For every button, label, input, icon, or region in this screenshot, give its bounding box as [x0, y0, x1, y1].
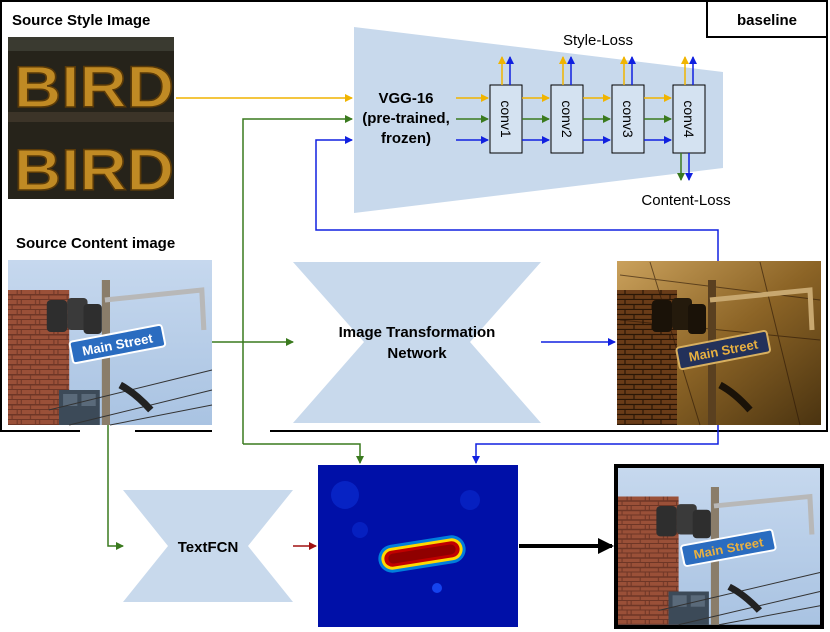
- output-to-vgg-arrow: [315, 136, 719, 261]
- baseline-frame: [0, 0, 828, 432]
- source-content-title: Source Content image: [16, 235, 175, 252]
- conv3-block: conv3: [611, 84, 645, 154]
- conv1-block: conv1: [489, 84, 523, 154]
- vgg-label-line3: frozen): [381, 130, 431, 147]
- source-style-image: BIRD BIRD: [8, 37, 175, 204]
- frame-gap: [212, 428, 270, 434]
- vgg-label-line1: VGG-16: [378, 90, 433, 107]
- itn-label-line2: Network: [387, 345, 447, 362]
- source-style-title: Source Style Image: [12, 12, 150, 29]
- itn-label-line1: Image Transformation: [339, 324, 496, 341]
- conv4-label: conv4: [681, 100, 697, 138]
- conv-connection-arrows: [522, 94, 672, 144]
- itn-shape: [293, 262, 541, 423]
- style-loss-arrows: [498, 56, 697, 85]
- textfcn-label: TextFCN: [178, 539, 239, 556]
- conv2-label: conv2: [559, 100, 575, 138]
- textfcn-shape: [123, 490, 293, 602]
- style-loss-label: Style-Loss: [563, 32, 633, 49]
- vgg-label-line2: (pre-trained,: [362, 110, 450, 127]
- final-result-image: Main Street: [614, 464, 824, 629]
- conv2-block: conv2: [550, 84, 584, 154]
- baseline-label: baseline: [737, 12, 797, 29]
- style-word-top: BIRD: [14, 55, 174, 120]
- content-to-heatmap-arrow: [243, 443, 364, 464]
- stylized-output-image: Main Street: [617, 261, 821, 426]
- conv3-label: conv3: [620, 100, 636, 138]
- vgg16-network-shape: [354, 27, 723, 213]
- content-to-textfcn-arrow: [107, 425, 124, 550]
- conv4-block: conv4: [672, 84, 706, 154]
- content-to-vgg-arrow: [242, 115, 353, 444]
- content-loss-label: Content-Loss: [641, 192, 730, 209]
- baseline-tag-box: [706, 0, 828, 38]
- style-word-bottom: BIRD: [14, 138, 174, 203]
- source-content-image: Main Street: [8, 260, 212, 425]
- conv1-label: conv1: [498, 100, 514, 138]
- output-to-heatmap-arrow: [472, 425, 719, 464]
- text-detection-heatmap: [318, 465, 518, 627]
